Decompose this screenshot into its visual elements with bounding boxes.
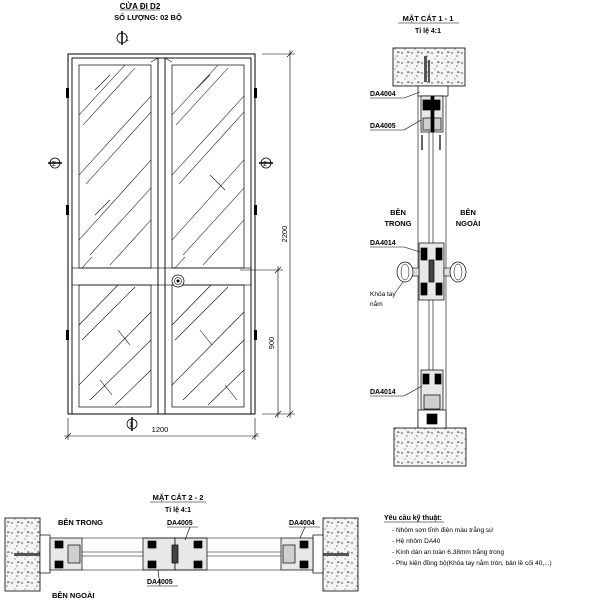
- section-2-side-out: BÊN NGOÀI: [52, 591, 95, 600]
- section-1-scale: Tỉ lệ 4:1: [415, 28, 441, 35]
- section-1-side-in-2: TRONG: [384, 219, 411, 228]
- section-2-title: MẶT CẮT 2 - 2: [153, 493, 204, 502]
- svg-text:1: 1: [129, 422, 133, 429]
- specs-item: - Hệ nhôm DA40: [392, 538, 441, 545]
- section-1-label-da4004: DA4004: [370, 91, 396, 98]
- door-handle-icon: [171, 274, 185, 288]
- dimension-width: 1200: [152, 425, 169, 434]
- section-2-label-da4005: DA4005: [167, 520, 193, 527]
- section-1-label-da4005: DA4005: [370, 123, 396, 130]
- svg-text:2: 2: [52, 161, 56, 168]
- section-marker-bottom: 1: [126, 417, 138, 431]
- section-1-side-out-2: NGOÀI: [456, 219, 481, 228]
- section-1-label-da4014-bottom: DA4014: [370, 389, 396, 396]
- section-marker-right: 2: [259, 157, 273, 169]
- section-1-lock-label-2: nắm: [370, 299, 383, 308]
- section-2-side-in: BÊN TRONG: [58, 518, 103, 527]
- door-knob-icon: [396, 261, 467, 283]
- section-2-label-da4005-bottom: DA4005: [147, 579, 173, 586]
- section-marker-left: 2: [48, 157, 62, 169]
- section-1-side-out-1: BÊN: [460, 208, 476, 217]
- dimension-lower: 900: [267, 337, 276, 350]
- section-1-title: MẶT CẮT 1 - 1: [403, 14, 454, 23]
- section-1-label-da4014-mid: DA4014: [370, 240, 396, 247]
- specs-item: - Kính dán an toàn 6.38mm trắng trong: [392, 547, 504, 556]
- section-1-1: MẶT CẮT 1 - 1 Tỉ lệ 4:1: [370, 14, 481, 467]
- specs-title: Yêu cầu kỹ thuật:: [384, 513, 442, 522]
- technical-specs: Yêu cầu kỹ thuật: - Nhôm sơn tĩnh điện m…: [384, 513, 552, 567]
- specs-item: - Phụ kiện đồng bộ(Khóa tay nắm tròn, bả…: [392, 558, 552, 567]
- section-1-side-in-1: BÊN: [390, 208, 406, 217]
- section-2-scale: Tỉ lệ 4:1: [165, 507, 191, 514]
- section-2-label-da4004: DA4004: [289, 520, 315, 527]
- elevation-title: CỬA ĐI D2: [120, 2, 161, 11]
- dimension-height: 2200: [280, 226, 289, 243]
- specs-item: - Nhôm sơn tĩnh điện màu trắng sứ: [392, 525, 494, 534]
- elevation-quantity: SỐ LƯỢNG: 02 BỘ: [114, 12, 182, 22]
- door-elevation: CỬA ĐI D2 SỐ LƯỢNG: 02 BỘ 1: [48, 2, 295, 440]
- section-1-lock-label-1: Khóa tay: [370, 291, 396, 298]
- svg-text:1: 1: [125, 36, 129, 43]
- svg-text:2: 2: [263, 161, 267, 168]
- section-2-2: MẶT CẮT 2 - 2 Tỉ lệ 4:1: [4, 493, 359, 600]
- section-marker-top: 1: [116, 31, 129, 45]
